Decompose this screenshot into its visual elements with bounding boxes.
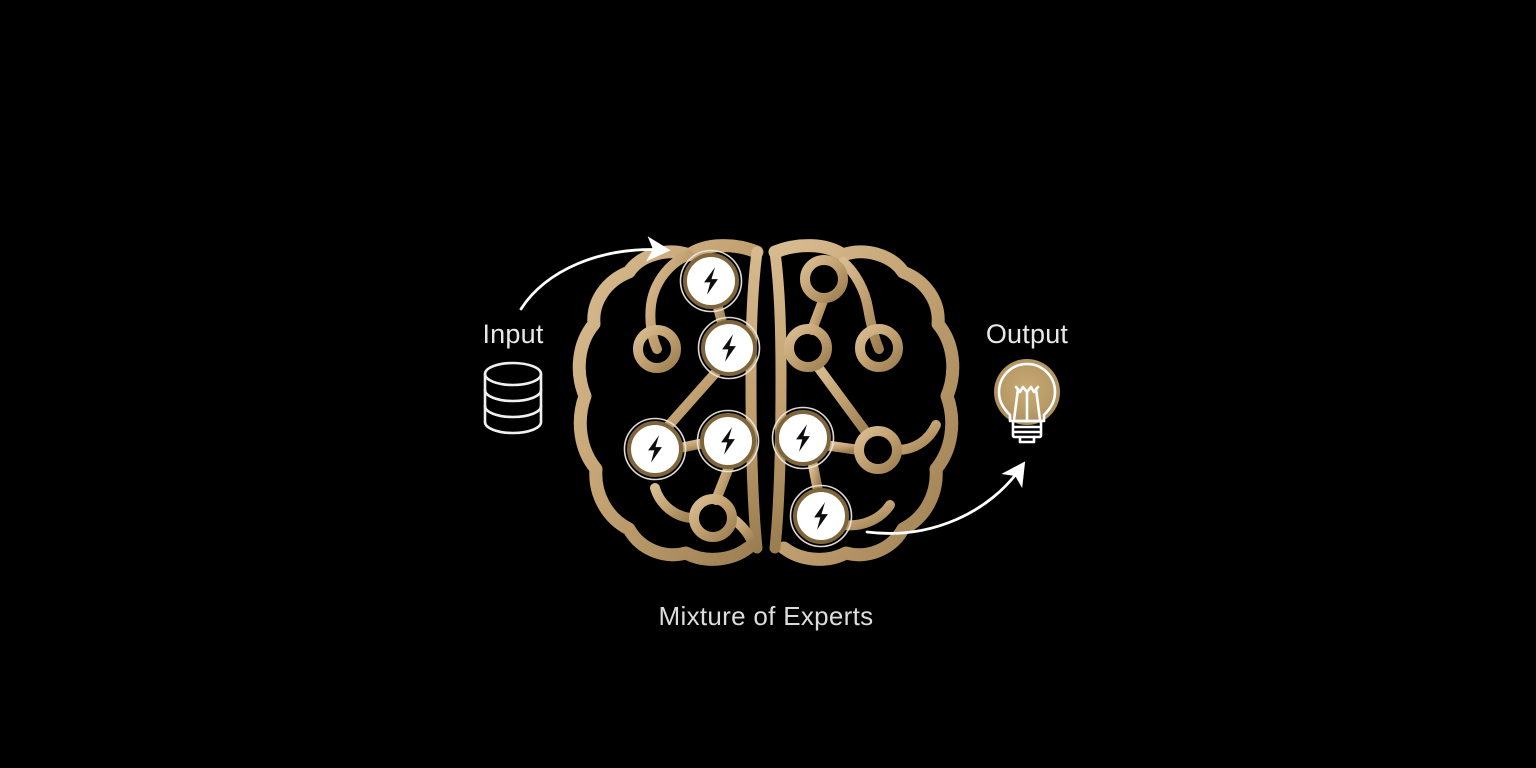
lightning-bolt-icon bbox=[648, 435, 662, 463]
database-icon bbox=[483, 361, 543, 435]
page-title: Mixture of Experts bbox=[659, 601, 874, 631]
node-5 bbox=[855, 324, 903, 372]
input-label: Input bbox=[482, 319, 543, 349]
node-4 bbox=[784, 324, 832, 372]
expert-node-6[interactable] bbox=[789, 484, 853, 548]
expert-node-2[interactable] bbox=[697, 316, 761, 380]
lightning-bolt-icon bbox=[721, 427, 735, 455]
lightning-bolt-icon bbox=[814, 502, 828, 530]
input-group: Input bbox=[482, 236, 671, 435]
output-label: Output bbox=[986, 319, 1069, 349]
input-arrow bbox=[519, 236, 671, 311]
node-2 bbox=[689, 494, 737, 542]
lightning-bolt-icon bbox=[704, 267, 718, 295]
brain-right-hemisphere bbox=[768, 239, 960, 566]
node-1 bbox=[633, 325, 681, 373]
expert-node-4[interactable] bbox=[696, 409, 760, 473]
brain-right-connections bbox=[773, 257, 941, 531]
output-arrow bbox=[865, 461, 1026, 535]
lightning-bolt-icon bbox=[796, 424, 810, 452]
brain-icon bbox=[572, 239, 960, 566]
expert-node-1[interactable] bbox=[679, 249, 743, 313]
expert-node-3[interactable] bbox=[623, 417, 687, 481]
expert-node-5[interactable] bbox=[771, 406, 835, 470]
expert-nodes bbox=[623, 249, 853, 548]
lightning-bolt-icon bbox=[722, 334, 736, 362]
lightbulb-icon bbox=[994, 359, 1060, 444]
node-3 bbox=[800, 255, 848, 303]
node-6 bbox=[854, 426, 902, 474]
brain-central-fissure bbox=[745, 246, 787, 554]
output-group: Output bbox=[865, 319, 1069, 535]
brain-plain-nodes bbox=[633, 255, 903, 542]
